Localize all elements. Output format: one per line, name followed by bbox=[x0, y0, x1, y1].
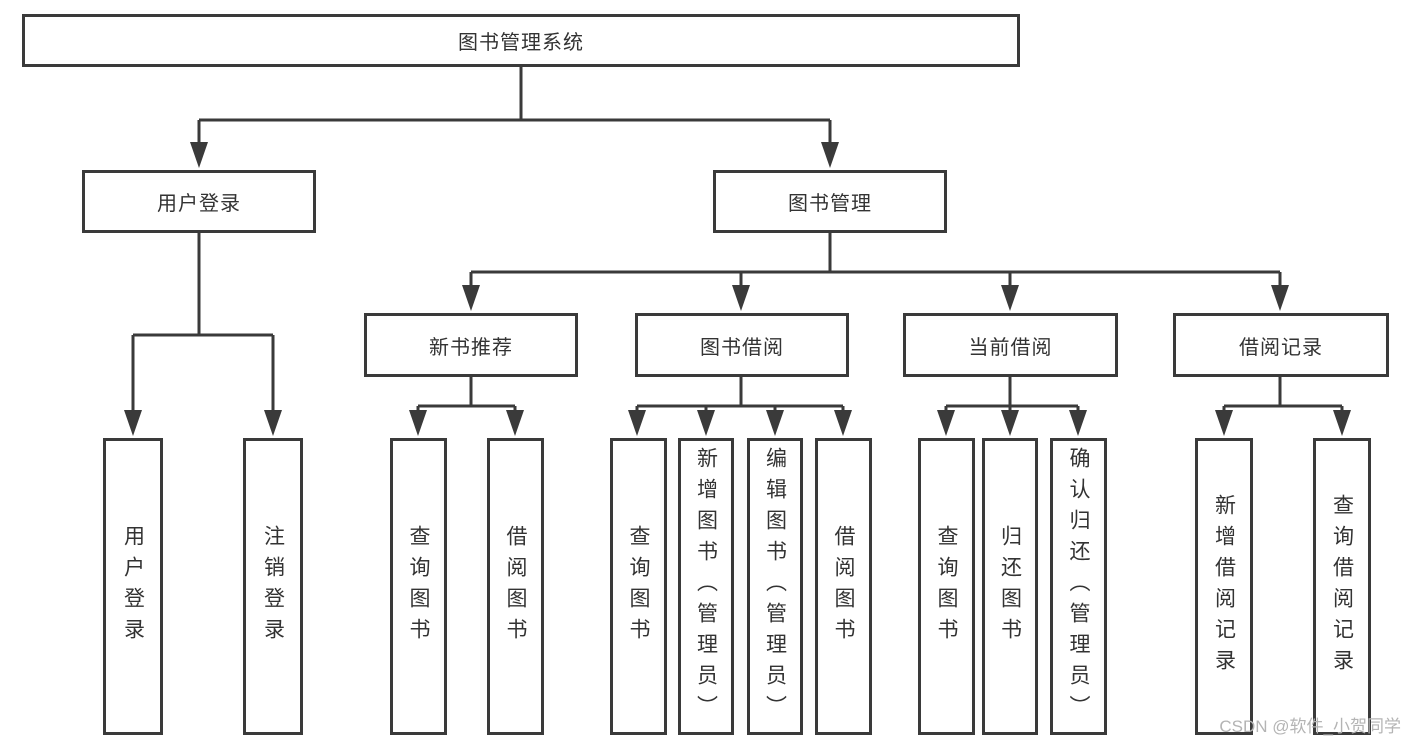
node-new-book-recommend-label: 新书推荐 bbox=[429, 336, 513, 359]
leaf-query-books-3: 查询图书 bbox=[918, 438, 975, 735]
leaf-query-borrow-record: 查询借阅记录 bbox=[1313, 438, 1371, 735]
leaf-confirm-return-admin-label: 确认归还（管理员） bbox=[1067, 447, 1090, 726]
node-root-system-label: 图书管理系统 bbox=[458, 32, 584, 54]
leaf-query-borrow-record-label: 查询借阅记录 bbox=[1330, 493, 1354, 680]
leaf-user-login: 用户登录 bbox=[103, 438, 163, 735]
node-book-management-label: 图书管理 bbox=[788, 193, 872, 215]
leaf-return-books: 归还图书 bbox=[982, 438, 1038, 735]
leaf-query-books-2-label: 查询图书 bbox=[627, 524, 650, 649]
node-book-borrowing-label: 图书借阅 bbox=[700, 336, 784, 359]
node-borrow-records: 借阅记录 bbox=[1173, 313, 1389, 377]
leaf-query-books-3-label: 查询图书 bbox=[935, 524, 958, 649]
node-user-login: 用户登录 bbox=[82, 170, 316, 233]
leaf-edit-books-admin: 编辑图书（管理员） bbox=[747, 438, 803, 735]
leaf-logout: 注销登录 bbox=[243, 438, 303, 735]
leaf-query-books-1-label: 查询图书 bbox=[407, 524, 430, 649]
leaf-add-borrow-record: 新增借阅记录 bbox=[1195, 438, 1253, 735]
leaf-logout-label: 注销登录 bbox=[261, 524, 285, 649]
leaf-add-books-admin-label: 新增图书（管理员） bbox=[694, 447, 718, 726]
leaf-confirm-return-admin: 确认归还（管理员） bbox=[1050, 438, 1107, 735]
node-current-borrowing: 当前借阅 bbox=[903, 313, 1118, 377]
watermark: CSDN @软件_小贺同学 bbox=[1219, 717, 1401, 736]
leaf-query-books-2: 查询图书 bbox=[610, 438, 667, 735]
node-new-book-recommend: 新书推荐 bbox=[364, 313, 578, 377]
leaf-borrow-books-2-label: 借阅图书 bbox=[832, 524, 855, 649]
leaf-add-borrow-record-label: 新增借阅记录 bbox=[1212, 493, 1236, 680]
leaf-edit-books-admin-label: 编辑图书（管理员） bbox=[763, 447, 787, 726]
node-user-login-label: 用户登录 bbox=[157, 193, 241, 215]
leaf-borrow-books-1-label: 借阅图书 bbox=[504, 524, 527, 649]
leaf-return-books-label: 归还图书 bbox=[998, 524, 1022, 649]
leaf-query-books-1: 查询图书 bbox=[390, 438, 447, 735]
node-book-borrowing: 图书借阅 bbox=[635, 313, 849, 377]
leaf-borrow-books-2: 借阅图书 bbox=[815, 438, 872, 735]
leaf-borrow-books-1: 借阅图书 bbox=[487, 438, 544, 735]
node-root-system: 图书管理系统 bbox=[22, 14, 1020, 67]
leaf-add-books-admin: 新增图书（管理员） bbox=[678, 438, 734, 735]
node-borrow-records-label: 借阅记录 bbox=[1239, 336, 1323, 359]
node-current-borrowing-label: 当前借阅 bbox=[968, 336, 1053, 359]
node-book-management: 图书管理 bbox=[713, 170, 947, 233]
leaf-user-login-label: 用户登录 bbox=[121, 524, 145, 649]
